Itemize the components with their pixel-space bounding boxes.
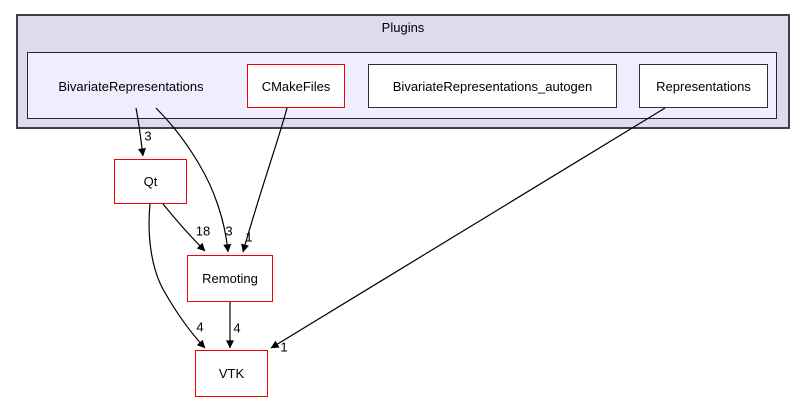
node-remoting[interactable]: Remoting [187,255,273,302]
edge-label-cmakefiles-to-remoting: 1 [245,229,253,245]
node-bivariate-representations: BivariateRepresentations [44,64,218,108]
node-bivariate-representations-autogen-label: BivariateRepresentations_autogen [392,78,593,94]
node-representations[interactable]: Representations [639,64,768,108]
node-bivariate-representations-label: BivariateRepresentations [58,78,204,94]
node-cmakefiles-label: CMakeFiles [261,78,331,94]
node-qt[interactable]: Qt [114,159,187,204]
edge-label-qt-to-vtk: 4 [196,319,204,335]
edge-representations-to-vtk [270,107,666,349]
edge-label-remoting-to-vtk: 4 [233,320,241,336]
node-remoting-label: Remoting [202,271,258,286]
node-vtk-label: VTK [218,366,245,381]
cluster-plugins-label: Plugins [381,20,425,35]
node-cmakefiles[interactable]: CMakeFiles [247,64,345,108]
edge-label-bivariate-to-qt: 3 [144,128,152,144]
edge-label-qt-to-remoting: 18 [195,223,211,239]
node-vtk[interactable]: VTK [195,350,268,397]
node-bivariate-representations-autogen[interactable]: BivariateRepresentations_autogen [368,64,617,108]
edge-label-representations-to-vtk: 1 [280,339,288,355]
node-qt-label: Qt [143,174,158,189]
node-representations-label: Representations [656,78,751,94]
edge-label-bivariate-to-remoting: 3 [225,223,233,239]
